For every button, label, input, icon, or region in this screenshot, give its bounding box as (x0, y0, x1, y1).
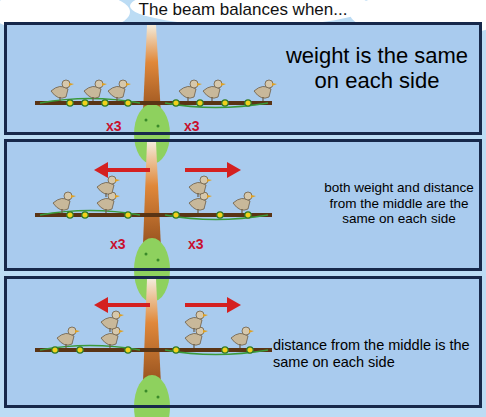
count-label: x3 (184, 118, 200, 134)
panel-caption: distance from the middle is the same on … (273, 337, 473, 370)
scene-panel: both weight and distance from the middle… (4, 139, 482, 271)
count-label: x3 (188, 236, 204, 252)
heading: The beam balances when... (0, 0, 486, 20)
panel-caption: weight is the same on each side (279, 43, 475, 94)
count-label: x3 (110, 236, 126, 252)
scene-panel: weight is the same on each side (4, 22, 482, 135)
count-label: x3 (106, 118, 122, 134)
scene-panel: distance from the middle is the same on … (4, 276, 482, 408)
panel-caption: both weight and distance from the middle… (319, 180, 479, 227)
